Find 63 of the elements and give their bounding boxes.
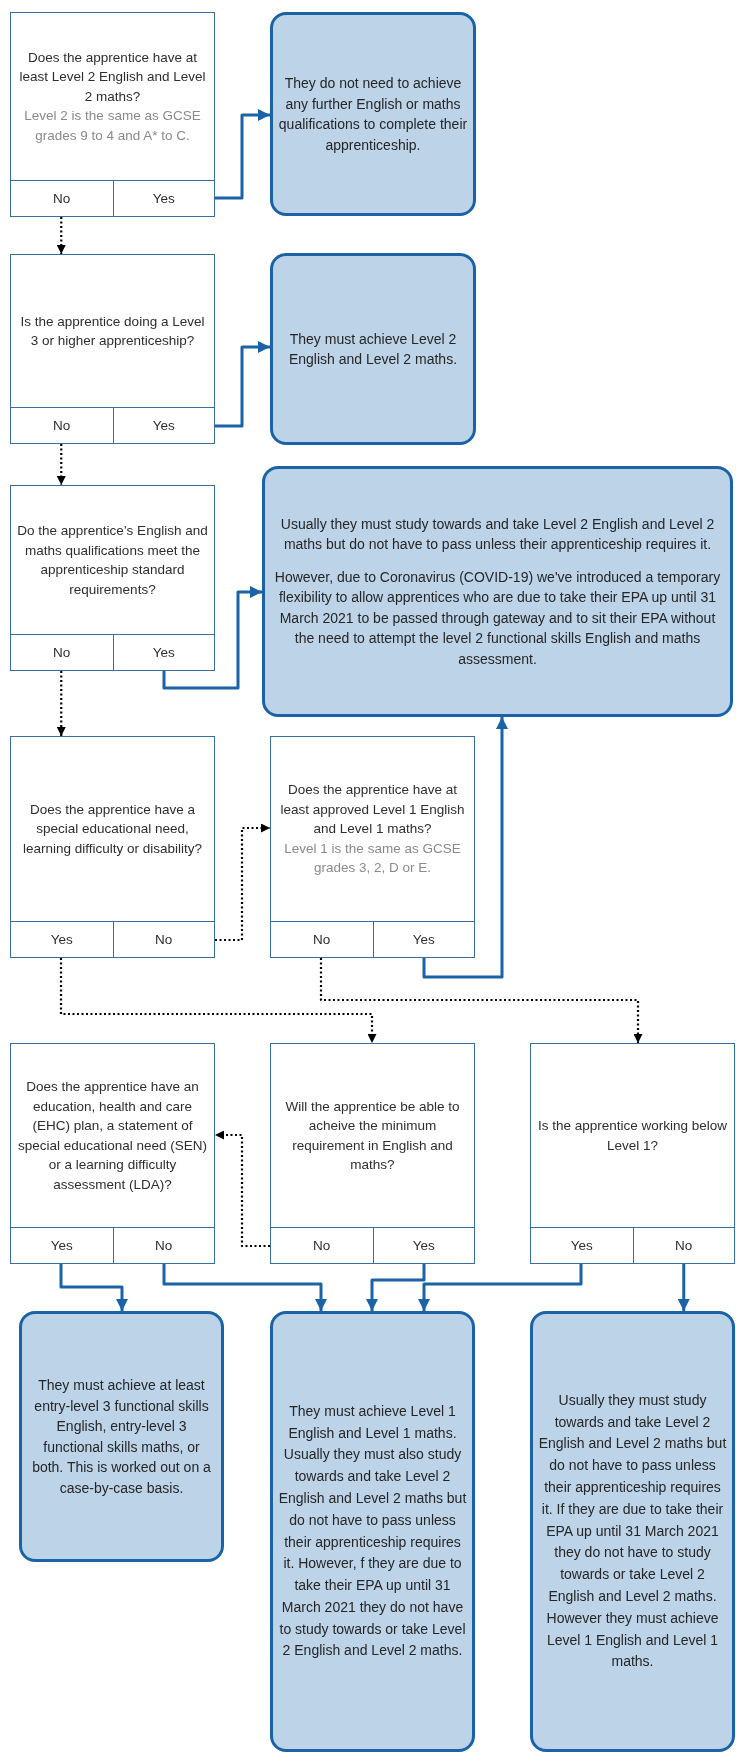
outcome-text: They must achieve at least entry-level 3 functional skills English, entry-level 3 functional skills maths, or both. This is worked out on a case-by-case basis. — [31, 1376, 212, 1498]
answer-cell: Yes — [372, 921, 474, 957]
answer-cell: No — [632, 1227, 734, 1263]
outcome-box — [270, 12, 476, 216]
arrow — [422, 717, 508, 979]
outcome-box — [270, 253, 476, 445]
arrow — [366, 1264, 426, 1311]
note-text: Level 2 is the same as GCSE grades 9 to 4 and A* to C. — [23, 107, 202, 145]
answer-cell: Yes — [11, 921, 113, 957]
decision-box — [530, 1043, 735, 1264]
dotted-arrow — [215, 1130, 270, 1248]
arrow — [677, 1264, 690, 1311]
outcome-text: They do not need to achieve any further English or maths qualifications to complete their apprenticeship. — [278, 74, 468, 155]
answer-cell: No — [11, 634, 113, 670]
outcome-text: Usually they must study towards and take Level 2 English and Level 2 maths but do not have to pass unless their apprenticeship requires it. If they are due to take their EPA up until 31 March 2021 they do not have to study towards or take Level 2 English and Level 2 maths. However they must achieve Level 1 English and Level 1 maths. — [538, 1390, 727, 1672]
question-text: Will the apprentice be able to acheive the minimum requirement in English and maths? — [284, 1097, 461, 1174]
question-text: Does the apprentice have an education, health and care (EHC) plan, a statement of special educational need (SEN) or a learning difficulty assessment (LDA)? — [17, 1078, 208, 1194]
decision-box — [270, 1043, 475, 1264]
outcome-box — [262, 466, 733, 717]
dotted-arrow — [59, 958, 377, 1043]
dotted-arrow — [56, 444, 66, 485]
answer-cell: No — [11, 407, 113, 443]
dotted-arrow — [319, 958, 643, 1043]
question-text: Do the apprentice’s English and maths qualifications meet the apprenticeship standard requirements? — [17, 522, 208, 599]
answer-cell: No — [271, 921, 373, 957]
note-text: Level 1 is the same as GCSE grades 3, 2, D or E. — [283, 839, 462, 878]
answer-cell: Yes — [372, 1227, 474, 1263]
arrow — [59, 1264, 128, 1311]
question-text: Is the apprentice working below Level 1? — [537, 1117, 728, 1155]
question-text: Is the apprentice doing a Level 3 or higher apprenticeship? — [19, 312, 206, 350]
answer-cell: Yes — [112, 180, 214, 216]
answer-cell: Yes — [11, 1227, 113, 1263]
outcome-box — [530, 1311, 735, 1752]
answer-cell: Yes — [112, 407, 214, 443]
outcome-box — [19, 1311, 224, 1562]
answer-cell: No — [112, 921, 214, 957]
outcome-text: They must achieve Level 2 English and Level 2 maths. — [287, 329, 459, 369]
dotted-arrow — [215, 823, 270, 942]
question-text: Does the apprentice have at least Level 2 English and Level 2 maths? — [18, 48, 207, 106]
answer-cell: No — [11, 180, 113, 216]
dotted-arrow — [56, 217, 66, 254]
outcome-text: Usually they must study towards and take Level 2 English and Level 2 maths but do not have to pass unless their apprenticeship requires it. — [279, 514, 716, 555]
arrow — [418, 1264, 583, 1311]
decision-box — [10, 485, 215, 671]
question-text: Does the apprentice have a special educational need, learning difficulty or disability? — [21, 800, 204, 858]
outcome-text: However, due to Coronavirus (COVID-19) we've introduced a temporary flexibility to allow apprentices who are due to take their EPA up until 31 March 2021 to be passed through gateway and to sit their EPA without the need to attempt the level 2 functional skills English and maths assessment. — [273, 567, 722, 669]
decision-box — [10, 254, 215, 444]
dotted-arrow — [56, 671, 66, 736]
answer-cell: Yes — [531, 1227, 633, 1263]
decision-box — [10, 1043, 215, 1264]
question-text: Does the apprentice have at least approved Level 1 English and Level 1 maths? — [279, 781, 466, 839]
decision-box — [10, 736, 215, 958]
answer-cell: No — [271, 1227, 373, 1263]
decision-box — [10, 12, 215, 217]
arrow — [162, 586, 262, 690]
outcome-text: They must achieve Level 1 English and Level 1 maths. Usually they must also study towards and take Level 2 English and Level 2 maths but do not have to pass unless their apprenticeship requires it. However, f they are due to take their EPA up until 31 March 2021 they do not have to study towards or take Level 2 English and Level 2 maths. — [278, 1401, 467, 1661]
arrow — [215, 341, 270, 428]
outcome-box — [270, 1311, 475, 1752]
answer-cell: No — [112, 1227, 214, 1263]
arrow — [215, 109, 270, 200]
answer-cell: Yes — [112, 634, 214, 670]
decision-box — [270, 736, 475, 958]
arrow — [162, 1264, 327, 1311]
